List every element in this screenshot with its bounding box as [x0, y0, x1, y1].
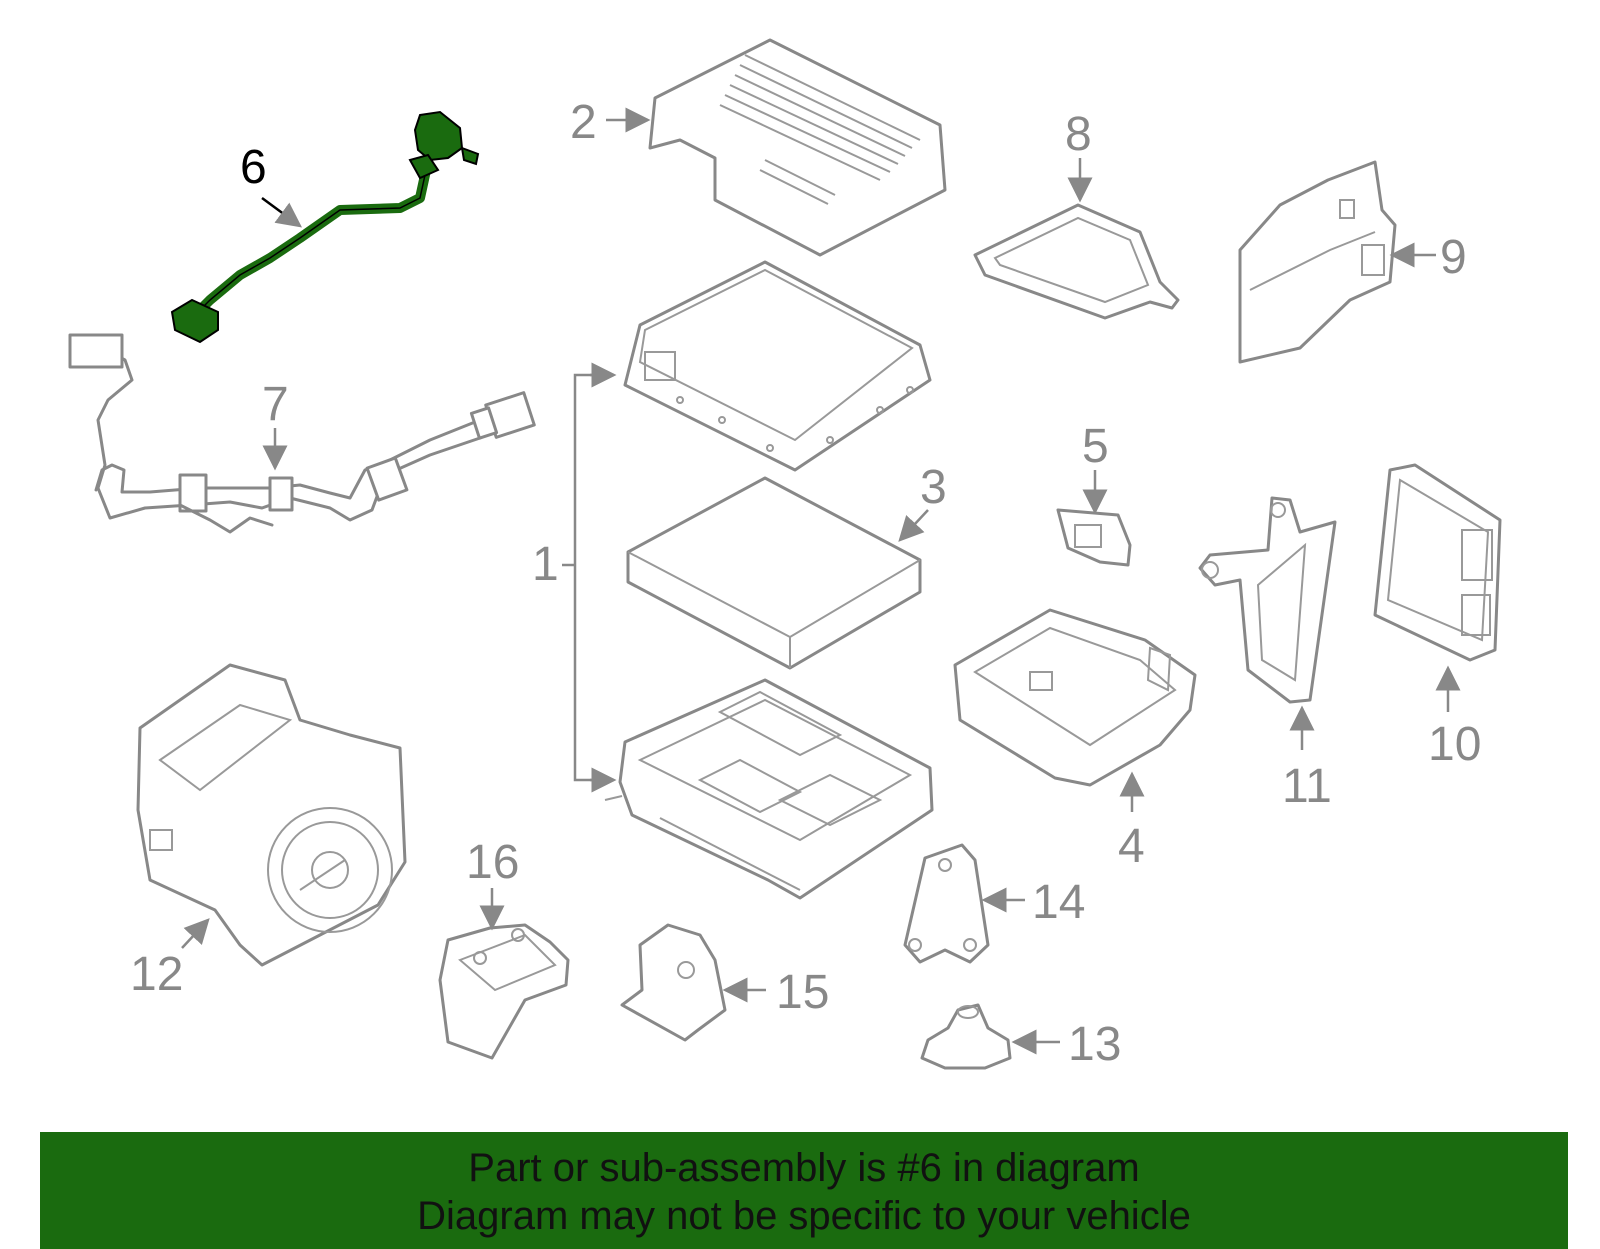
banner-line-1: Part or sub-assembly is #6 in diagram — [468, 1146, 1140, 1190]
callout-label: 9 — [1440, 231, 1467, 284]
parts-diagram: 6 7 2 — [68, 38, 1502, 1071]
callout-label: 11 — [1282, 760, 1332, 813]
part-14-bracket — [903, 843, 990, 964]
callout-label: 3 — [920, 461, 947, 514]
part-15-mount — [620, 923, 727, 1042]
callout-label: 8 — [1065, 108, 1092, 161]
callout-label: 7 — [262, 378, 289, 431]
callout-16: 16 — [466, 836, 519, 931]
callout-label: 15 — [776, 966, 829, 1019]
part-10-module — [1373, 463, 1502, 662]
callout-label: 2 — [570, 96, 597, 149]
callout-2: 2 — [570, 96, 651, 149]
callout-13: 13 — [1011, 1018, 1121, 1071]
callout-label: 1 — [532, 538, 559, 591]
part-3-battery — [626, 476, 922, 670]
part-6-cable[interactable] — [170, 110, 480, 344]
callout-5: 5 — [1082, 420, 1109, 515]
callout-8: 8 — [1065, 108, 1093, 203]
callout-4: 4 — [1118, 771, 1145, 873]
callout-7: 7 — [262, 378, 289, 471]
info-banner: Part or sub-assembly is #6 in diagram Di… — [40, 1132, 1568, 1249]
callout-label: 14 — [1032, 876, 1085, 929]
part-1-lower-tray — [604, 678, 934, 900]
callout-label: 13 — [1068, 1018, 1121, 1071]
part-11-bracket — [1198, 496, 1337, 704]
callout-3: 3 — [898, 461, 947, 542]
callout-6: 6 — [240, 141, 303, 228]
callout-1: 1 — [532, 362, 617, 793]
part-4-inverter — [953, 608, 1197, 787]
callout-11: 11 — [1282, 705, 1332, 813]
callout-label: 10 — [1428, 718, 1481, 771]
part-12-motor — [136, 663, 407, 967]
part-8-bracket — [973, 203, 1180, 320]
part-16-mount — [438, 923, 570, 1060]
part-13-mount — [920, 1003, 1012, 1070]
part-5-sensor — [1056, 508, 1132, 567]
callout-label: 12 — [130, 948, 183, 1001]
callout-14: 14 — [981, 876, 1085, 929]
part-7-harness — [68, 333, 536, 534]
callout-label: 6 — [240, 141, 267, 194]
callout-label: 16 — [466, 836, 519, 889]
banner-line-2: Diagram may not be specific to your vehi… — [417, 1194, 1191, 1238]
callout-label: 5 — [1082, 420, 1109, 473]
callout-10: 10 — [1428, 665, 1481, 771]
part-1-upper-case — [623, 260, 932, 472]
callout-15: 15 — [722, 966, 829, 1019]
callout-9: 9 — [1389, 231, 1467, 284]
part-9-bracket — [1238, 160, 1397, 364]
callout-label: 4 — [1118, 820, 1145, 873]
part-2-cover — [648, 38, 947, 257]
callout-12: 12 — [130, 918, 210, 1001]
